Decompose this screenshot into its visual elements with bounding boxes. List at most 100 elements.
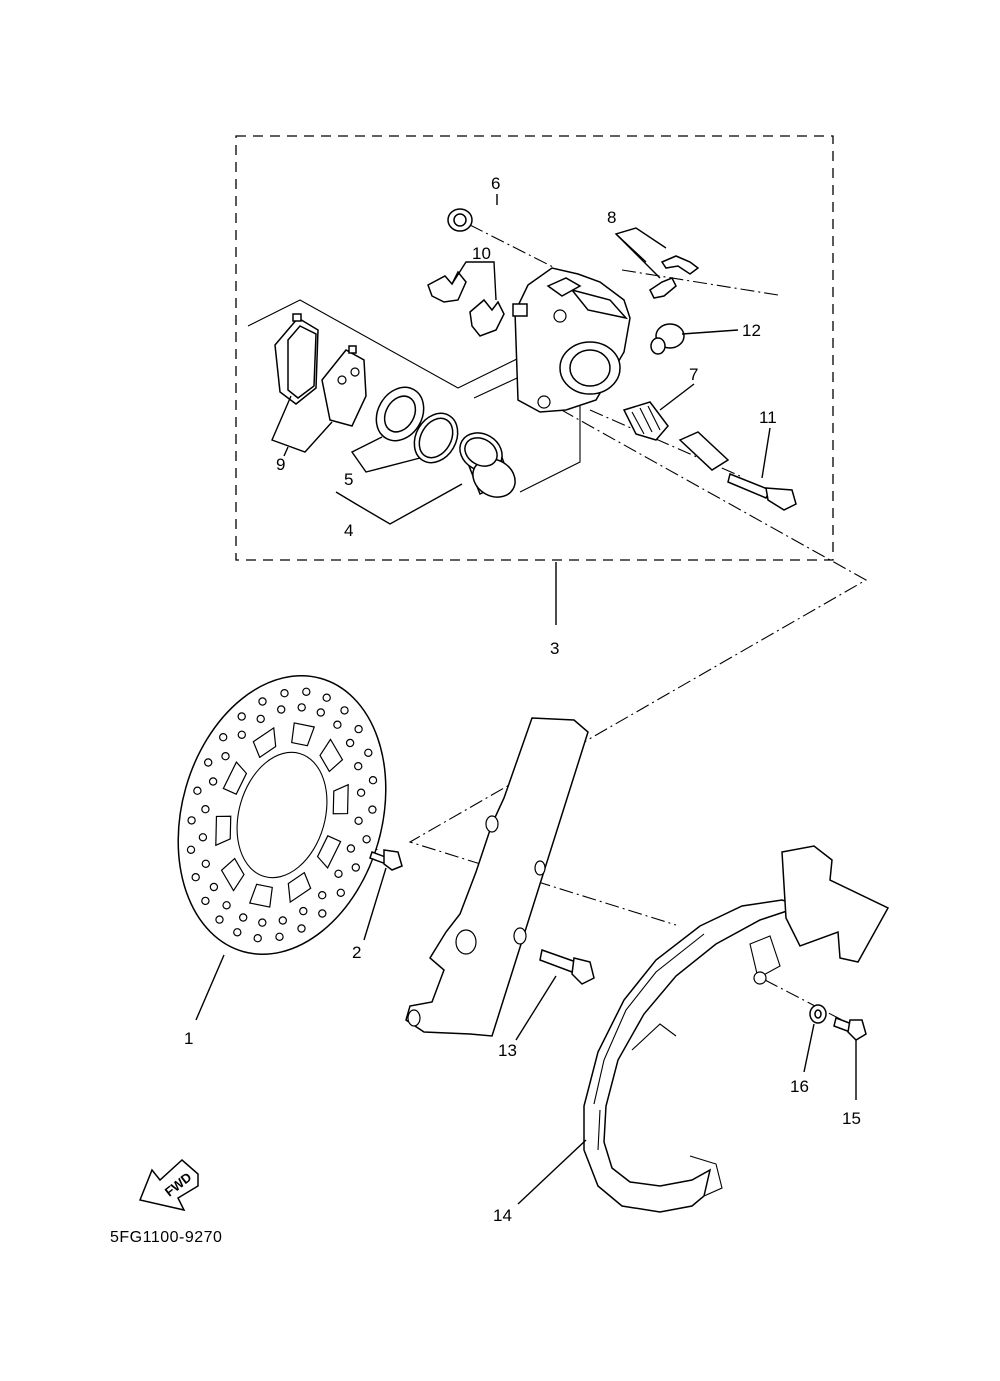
disc-hole	[354, 816, 363, 826]
callout-16: 16	[790, 1077, 809, 1096]
disc-hole	[201, 805, 210, 814]
disc-hole	[368, 805, 377, 814]
disc-hole	[208, 777, 218, 786]
disc-hole	[237, 730, 246, 740]
disc-hole	[333, 720, 342, 729]
disc-hole	[191, 873, 200, 882]
disc-slot	[319, 738, 344, 773]
callout-9: 9	[276, 455, 285, 474]
disc-slot	[220, 857, 245, 892]
disc-hole	[201, 896, 210, 906]
leader-9	[271, 395, 333, 453]
piston-part-4	[459, 432, 516, 498]
disc-hole	[275, 932, 284, 942]
callout-11: 11	[759, 408, 777, 427]
callout-7: 7	[689, 365, 698, 384]
callout-6: 6	[491, 174, 500, 193]
disc-slots	[215, 722, 349, 908]
disc-hole	[336, 888, 345, 898]
disc-hole	[237, 712, 246, 721]
leader-7	[659, 383, 695, 411]
leader-4	[335, 483, 463, 525]
caliper-assembly-boundary	[235, 135, 834, 561]
disc-hole	[346, 844, 356, 853]
callout-13: 13	[498, 1041, 517, 1060]
pin-bolt-part-11	[727, 472, 797, 511]
disc-hole	[238, 913, 248, 922]
disc-hole	[297, 924, 306, 933]
disc-hole	[299, 906, 308, 916]
screw-part-15	[833, 1017, 867, 1041]
disc-hole	[354, 762, 363, 771]
disc-slot	[252, 726, 277, 759]
boot-part-7	[622, 401, 730, 471]
assembly-line-bolt6	[469, 224, 556, 269]
leader-2	[363, 867, 387, 941]
disc-hole	[278, 916, 287, 925]
disc-hole	[221, 752, 230, 761]
disc-hole	[187, 816, 196, 825]
pad-spring-part-10	[427, 270, 505, 337]
leader-16	[803, 1023, 815, 1073]
disc-hole	[362, 835, 371, 844]
disc-hole	[318, 891, 327, 900]
disc-hole	[222, 901, 231, 910]
disc-bolt-part-2	[369, 849, 403, 871]
disc-hole	[302, 687, 311, 697]
bleed-screw-part-8	[649, 255, 700, 299]
disc-guard-part-14	[583, 845, 890, 1213]
disc-hole	[198, 833, 208, 842]
assembly-line-bleeder	[621, 269, 779, 296]
caliper-bolt-part-13	[539, 949, 595, 985]
bolt-cap-part-6	[447, 208, 473, 232]
caliper-body-part-3	[512, 267, 631, 413]
disc-hole	[316, 708, 325, 717]
leader-13	[515, 975, 557, 1041]
disc-hole	[277, 705, 286, 714]
piston-seal-part-5	[375, 386, 459, 464]
disc-hole	[258, 918, 267, 927]
disc-hole	[193, 786, 202, 795]
disc-hole	[351, 863, 360, 872]
callout-15: 15	[842, 1109, 861, 1128]
disc-hole	[356, 788, 366, 797]
brake-disc-part-1	[177, 674, 387, 956]
disc-slot	[291, 722, 316, 747]
disc-hole	[334, 869, 343, 879]
leader-11	[761, 427, 771, 479]
callout-4: 4	[344, 521, 353, 540]
disc-hole	[322, 693, 331, 702]
callout-1: 1	[184, 1029, 193, 1048]
disc-slot	[316, 835, 342, 870]
disc-hole	[215, 915, 224, 924]
leader-8	[614, 227, 667, 263]
brake-pad-part-9	[274, 313, 367, 427]
disc-hole	[340, 706, 349, 715]
disc-slot	[287, 871, 312, 904]
disc-hole	[201, 859, 210, 869]
disc-hole	[354, 724, 363, 734]
leader-5	[350, 436, 421, 473]
disc-slot	[332, 783, 349, 815]
callout-3: 3	[550, 639, 559, 658]
disc-hole	[186, 845, 196, 855]
assembly-line-guard-bolt	[764, 979, 843, 1021]
leader-10	[451, 261, 497, 301]
callout-12: 12	[742, 321, 761, 340]
disc-slot	[248, 883, 273, 908]
disc-hole	[280, 689, 289, 698]
disc-hole	[256, 714, 265, 724]
disc-holes	[186, 687, 378, 943]
front-fork	[405, 717, 589, 1037]
disc-hole	[203, 758, 213, 767]
callout-14: 14	[493, 1206, 512, 1225]
disc-hole	[218, 733, 228, 742]
disc-hole	[364, 748, 373, 758]
callout-8: 8	[607, 208, 616, 227]
fwd-arrow-icon: FWD	[138, 1158, 199, 1212]
disc-hole	[368, 776, 378, 785]
assembly-line-bolt11	[589, 409, 741, 477]
assembly-line-caliper-to-fork	[408, 397, 868, 926]
disc-hole	[345, 738, 355, 748]
